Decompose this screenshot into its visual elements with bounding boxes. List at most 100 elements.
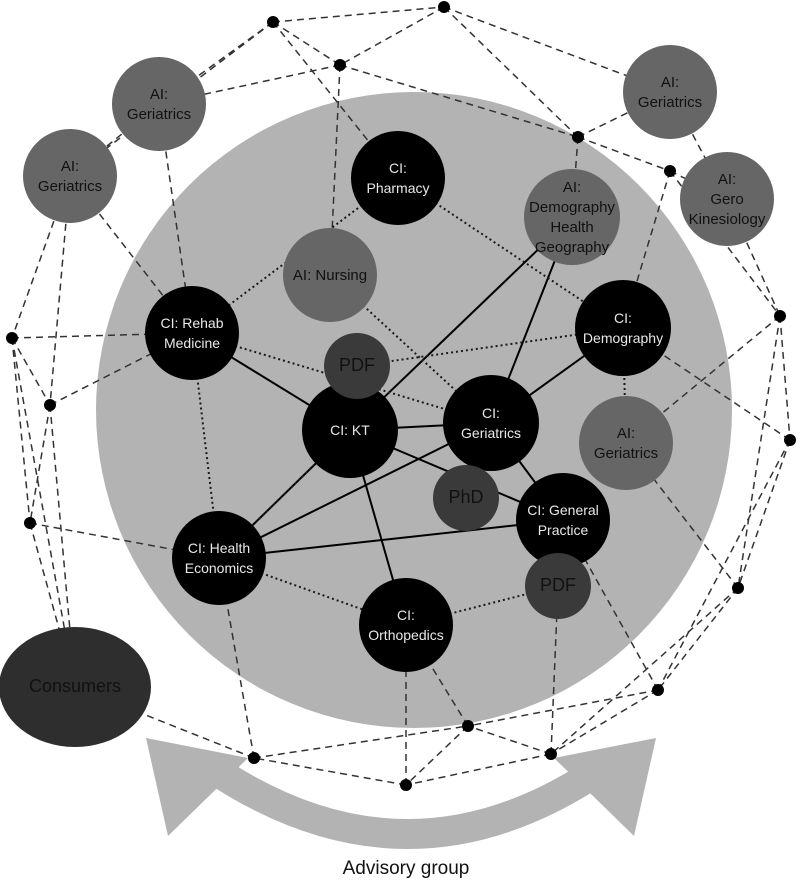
network-dot	[400, 779, 412, 791]
node-label: CI:	[389, 160, 407, 176]
node-label: AI:	[617, 425, 635, 442]
outer-network-edge	[550, 587, 739, 755]
network-dot	[334, 59, 346, 71]
network-dot	[24, 517, 36, 529]
advisory-arrow-left-head	[146, 738, 248, 836]
node-label: CI:	[614, 310, 632, 326]
associate-investigator-node	[112, 57, 206, 151]
network-dot	[784, 434, 796, 446]
core-investigator-node	[516, 473, 610, 567]
node-label: Geriatrics	[38, 178, 102, 195]
advisory-arrow-arc	[203, 755, 611, 849]
outer-network-edge	[272, 21, 341, 66]
node-label: Medicine	[164, 335, 220, 351]
node-label: CI: Rehab	[160, 315, 223, 331]
node-label: AI: Nursing	[293, 267, 367, 284]
associate-investigator-node	[680, 152, 774, 246]
network-dot	[572, 131, 584, 143]
outer-network-edge	[11, 337, 51, 406]
node-label: Practice	[538, 522, 589, 538]
outer-network-edge	[272, 21, 399, 179]
outer-network-edge	[737, 439, 791, 589]
node-label: AI:	[718, 171, 736, 188]
node-label: Geriatrics	[638, 94, 702, 111]
associate-investigator-node	[283, 228, 377, 322]
node-label: Demography	[583, 330, 663, 346]
ai-geriatrics-top-right-node: AI: Geriatrics	[623, 45, 717, 139]
node-label: CI: Health	[188, 540, 250, 556]
node-label: Gero	[710, 191, 743, 208]
network-dot	[462, 720, 474, 732]
outer-network-edge	[405, 725, 469, 786]
core-investigator-node	[145, 286, 239, 380]
node-label: Geriatrics	[127, 106, 191, 123]
outer-network-edge	[657, 587, 739, 691]
node-label: CI: KT	[330, 422, 370, 438]
consumers-node: Consumers	[0, 627, 151, 747]
ai-geriatrics-inner-node: AI: Geriatrics	[579, 396, 673, 490]
outer-network-edge	[11, 337, 31, 524]
advisory-group-label: Advisory group	[343, 858, 470, 879]
caption-layer: Advisory group	[343, 858, 470, 879]
solid-collaboration-edge	[218, 422, 492, 559]
core-investigator-node	[172, 511, 266, 605]
pdf-top-node: PDF	[324, 333, 390, 399]
ci-orthopedics-node: CI:Orthopedics	[359, 578, 453, 672]
solid-collaboration-edge	[218, 519, 564, 559]
outer-network-edge	[726, 198, 781, 317]
node-label: Health	[550, 219, 593, 236]
outer-network-edge	[29, 522, 76, 688]
node-label: AI:	[661, 74, 679, 91]
outer-network-edge	[622, 327, 791, 441]
outer-network-edge	[339, 6, 445, 66]
node-label: AI:	[563, 179, 581, 196]
ci-pharmacy-node: CI:Pharmacy	[351, 131, 445, 225]
node-label: Geriatrics	[594, 445, 658, 462]
associate-investigator-node	[23, 129, 117, 223]
network-dot	[774, 310, 786, 322]
trainee-node	[324, 333, 390, 399]
node-label: PDF	[540, 575, 576, 595]
network-dot	[438, 1, 450, 13]
node-label: Economics	[185, 560, 253, 576]
node-label: PhD	[448, 487, 483, 507]
network-dot	[664, 165, 676, 177]
network-dot	[545, 748, 557, 760]
outer-network-edge	[405, 753, 552, 786]
outer-network-edge	[253, 757, 407, 786]
outer-network-edge	[577, 136, 671, 172]
node-label: AI:	[150, 86, 168, 103]
ci-kt-node: CI: KT	[302, 382, 398, 478]
phd-node: PhD	[433, 465, 499, 531]
trainee-node	[433, 465, 499, 531]
ci-demography-node: CI: Demography	[575, 280, 671, 376]
outer-network-edge	[339, 64, 579, 138]
node-label: CI:	[397, 607, 415, 623]
outer-network-edge	[550, 585, 559, 755]
node-label: Demography	[529, 199, 615, 216]
node-label: PDF	[339, 355, 375, 375]
core-investigator-node	[359, 578, 453, 672]
outer-network-edge	[253, 725, 469, 759]
node-label: Geriatrics	[461, 425, 521, 441]
trainee-node	[525, 553, 591, 619]
pdf-bottom-node: PDF	[525, 553, 591, 619]
outer-network-dots	[6, 1, 796, 791]
ai-geriatrics-top-left-node: AI: Geriatrics	[112, 57, 206, 151]
advisory-arrow-right-head	[554, 738, 656, 836]
core-investigator-node	[351, 131, 445, 225]
associate-investigator-node	[623, 45, 717, 139]
network-dot	[6, 332, 18, 344]
node-label: Geography	[535, 239, 610, 256]
associate-investigator-node	[524, 169, 620, 265]
ai-nursing-node: AI: Nursing	[283, 228, 377, 322]
outer-network-edge	[625, 442, 739, 589]
network-dot	[44, 399, 56, 411]
solid-collaboration-edge	[349, 216, 573, 431]
